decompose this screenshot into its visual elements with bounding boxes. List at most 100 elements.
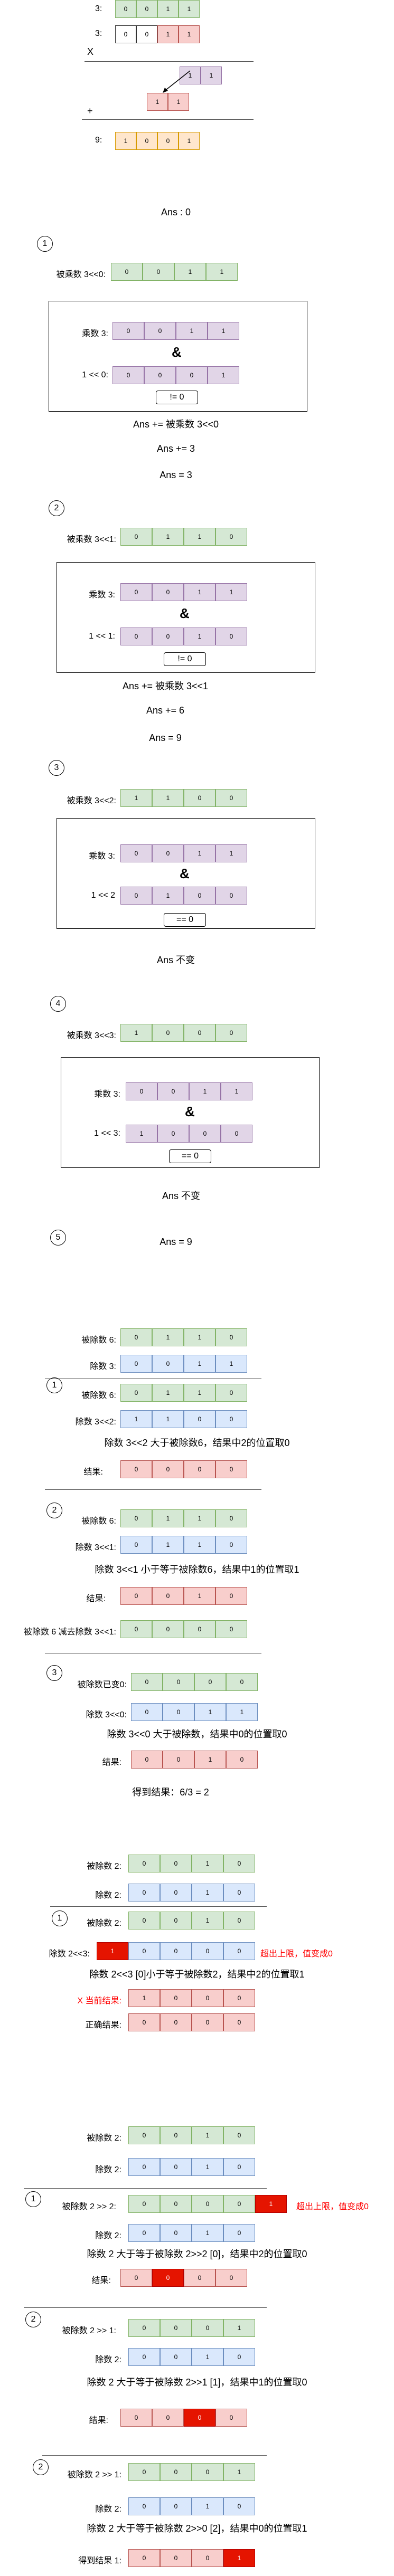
and-operator: & [172, 344, 182, 360]
dividend-bits: 0 0 1 0 [128, 1855, 255, 1872]
bit: 0 [184, 1460, 215, 1478]
dividend-label: 被除数 2 >> 1: [62, 2326, 116, 2335]
dividend-bits: 0 0 0 0 [131, 1673, 258, 1691]
bit: 1 [184, 1587, 215, 1605]
bit: 1 [152, 528, 184, 546]
step-number: 2 [49, 500, 64, 516]
divisor-bits: 1 1 0 0 [120, 1410, 247, 1428]
bit: 0 [160, 1884, 192, 1902]
bit: 0 [120, 583, 152, 601]
compare-result: == 0 [169, 1149, 211, 1163]
bit: 0 [120, 1620, 152, 1638]
bit: 0 [215, 1384, 247, 1402]
divisor-label: 除数 2: [95, 2355, 121, 2364]
bit: 0 [128, 2348, 160, 2366]
wrong-result-label: X 当前结果: [77, 1997, 121, 2005]
bit: 1 [215, 583, 247, 601]
bit: 1 [206, 263, 238, 281]
plus-sign: + [87, 106, 93, 116]
bit: 0 [192, 1942, 223, 1960]
step-number: 2 [46, 1503, 62, 1518]
bit: 0 [128, 2126, 160, 2144]
divisor-bits: 0 0 1 1 [131, 1703, 258, 1721]
divisor-label: 除数 2: [95, 1891, 121, 1900]
bit: 0 [215, 1460, 247, 1478]
multiplier-bits: 0 0 1 1 [120, 583, 247, 601]
bit: 0 [128, 2549, 160, 2567]
bit: 1 [184, 1384, 215, 1402]
bit: 0 [223, 1989, 255, 2007]
bit: 0 [152, 1587, 184, 1605]
step-number: 5 [50, 1230, 66, 1246]
shift-label: 1 << 2 [91, 891, 115, 900]
bit: 0 [184, 2409, 215, 2427]
bit: 0 [163, 1751, 194, 1769]
bit: 1 [194, 1751, 226, 1769]
bit: 0 [163, 1673, 194, 1691]
bit: 0 [120, 1328, 152, 1346]
bit: 1 [192, 1912, 223, 1929]
bit: 1 [184, 1355, 215, 1373]
times-sign: X [87, 46, 94, 57]
divisor-label: 除数 2<<3: [49, 1950, 90, 1959]
bit: 0 [152, 2409, 184, 2427]
dividend-label: 被除数 6: [81, 1391, 116, 1400]
bit: 0 [223, 1884, 255, 1902]
bit: 0 [160, 2195, 192, 2213]
final-result: 得到结果：6/3 = 2 [132, 1787, 209, 1798]
bit: 0 [176, 366, 208, 384]
ans-line: Ans = 9 [160, 1237, 192, 1247]
bit: 0 [184, 789, 215, 807]
divisor-bits: 0 0 1 0 [128, 2497, 255, 2515]
bit: 0 [215, 789, 247, 807]
bit: 1 [208, 322, 239, 340]
ans-line: Ans 不变 [156, 955, 195, 965]
bit: 1 [179, 0, 200, 18]
bit: 0 [128, 2224, 160, 2242]
bit: 0 [215, 1620, 247, 1638]
divider [50, 1906, 267, 1907]
bit: 0 [152, 2269, 184, 2287]
bit: 0 [215, 1587, 247, 1605]
bit: 1 [128, 1989, 160, 2007]
bit: 1 [152, 1384, 184, 1402]
multiplicand-bits: 0 1 1 0 [120, 528, 247, 546]
shift-label: 1 << 1: [89, 632, 115, 641]
bit: 0 [160, 1989, 192, 2007]
result-bits: 1 0 0 1 [115, 132, 200, 150]
bit: 0 [160, 2348, 192, 2366]
bit: 1 [168, 93, 189, 111]
result-label: 结果: [83, 1468, 103, 1477]
divisor-label: 除数 3: [90, 1362, 116, 1371]
bit: 0 [160, 1912, 192, 1929]
bit: 0 [215, 1509, 247, 1527]
bit: 1 [157, 25, 179, 43]
bit: 0 [143, 263, 174, 281]
multiplicand-label: 被乘数 3<<0: [56, 270, 106, 279]
bit: 1 [126, 1125, 157, 1143]
result-label: 结果: [102, 1758, 121, 1767]
bit: 0 [128, 2158, 160, 2176]
step-explanation: 除数 3<<0 大于被除数，结果中0的位置取0 [107, 1729, 287, 1739]
bit: 1 [192, 2158, 223, 2176]
bit: 0 [120, 1460, 152, 1478]
bit: 0 [215, 1410, 247, 1428]
ans-line: Ans += 6 [146, 705, 185, 716]
bit: 0 [157, 1125, 189, 1143]
bit: 0 [189, 1125, 221, 1143]
bit: 0 [128, 1912, 160, 1929]
divisor-bits: 0 0 1 0 [128, 2158, 255, 2176]
bit: 0 [120, 1355, 152, 1373]
divisor-label: 除数 2: [95, 2505, 121, 2514]
step-explanation: 除数 2<<3 [0]小于等于被除数2，结果中2的位置取1 [89, 1969, 305, 1980]
bit: 0 [144, 366, 176, 384]
bit: 0 [223, 2497, 255, 2515]
bit: 1 [255, 2195, 287, 2213]
final-result-bits: 0 0 0 1 [128, 2549, 255, 2567]
bit: 0 [223, 1855, 255, 1872]
multiplicand-bits: 0 0 1 1 [111, 263, 238, 281]
bit: 1 [221, 1082, 252, 1100]
result-bits: 0 0 0 0 [120, 2269, 247, 2287]
multiplier-label: 乘数 3: [82, 329, 108, 338]
bit: 1 [120, 1024, 152, 1042]
